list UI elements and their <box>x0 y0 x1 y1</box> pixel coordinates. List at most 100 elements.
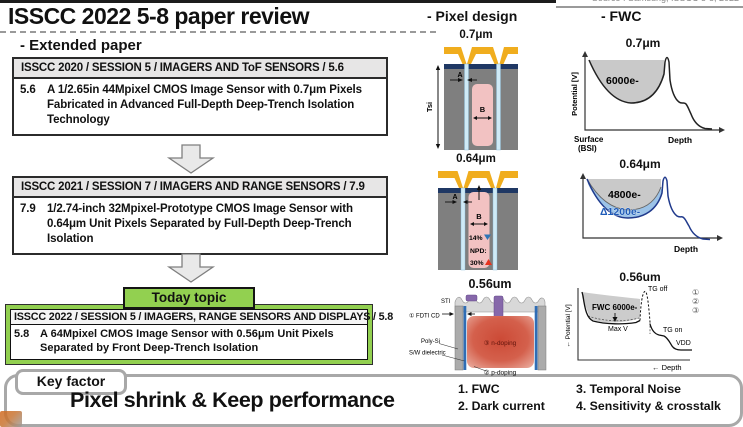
paper-number: 5.8 <box>14 328 30 340</box>
silicon-region <box>444 64 465 150</box>
y-axis-label: ← Potential [V] <box>565 304 572 348</box>
axis-arrowhead <box>582 51 588 57</box>
increase-icon <box>485 259 492 265</box>
color-filter-cap <box>463 171 495 188</box>
paper-box-isscc2020: ISSCC 2020 / SESSION 5 / IMAGERS AND ToF… <box>12 57 388 136</box>
tg-on-label: TG on <box>663 327 683 334</box>
fwc-chart-0-64um: 4800e- Δ1200e- Depth <box>580 173 723 254</box>
x-axis-label: Depth <box>674 244 698 254</box>
factor-item: 1. FWC <box>458 382 500 396</box>
paper-title: A 64Mpixel CMOS Image Sensor with 0.56μm… <box>40 328 334 355</box>
down-arrow-shape <box>166 253 216 283</box>
deep-trench-isolation <box>492 187 498 271</box>
n-doping-photodiode <box>467 316 534 368</box>
y-axis-label: Potential [V] <box>570 72 579 116</box>
pixel-size-label: 0.64μm <box>456 153 496 165</box>
key-factor-headline: Pixel shrink & Keep performance <box>70 388 395 412</box>
source-underline <box>556 6 743 8</box>
axis-arrowhead <box>580 173 586 179</box>
color-filter-cap <box>496 171 518 188</box>
deep-trench-isolation <box>460 187 466 271</box>
today-topic-tab: Today topic <box>123 287 255 309</box>
pixel-size-label: 0.7μm <box>459 29 493 41</box>
color-filter-cap <box>467 47 499 64</box>
fwc-shaded-well <box>587 179 661 210</box>
cut-off-thumbnail <box>0 411 22 427</box>
factor-item: 4. Sensitivity & crosstalk <box>576 399 721 413</box>
fwc-shaded-well <box>582 292 640 323</box>
pixel-cross-section-0-64um: A B 14% NPD: 30% <box>438 171 518 271</box>
arrowhead <box>473 116 477 120</box>
leader-line <box>441 354 465 362</box>
fwc-delta-label: Δ1200e- <box>600 206 641 218</box>
fwc-value-label: FWC 6000e- <box>592 303 638 312</box>
dti-width-label: A <box>457 72 462 79</box>
axis-arrowhead <box>717 235 723 241</box>
pixel-size-label: 0.56um <box>468 277 512 291</box>
x-axis-start-label: Surface <box>574 135 604 144</box>
leader-line <box>438 343 459 350</box>
paper-session-header: ISSCC 2020 / SESSION 5 / IMAGERS AND ToF… <box>14 59 386 79</box>
sidewall-dielectric <box>463 306 467 370</box>
fwc-chart-title: 0.64μm <box>619 157 661 171</box>
tsi-label: Tsi <box>425 102 434 112</box>
page-title: ISSCC 2022 5-8 paper review <box>8 3 310 29</box>
pixel-design-header: - Pixel design <box>427 8 518 24</box>
down-arrow-icon <box>166 253 216 283</box>
poly-si-label: Poly-Si <box>421 339 440 345</box>
paper-box-isscc2021: ISSCC 2021 / SESSION 7 / IMAGERS AND RAN… <box>12 176 388 255</box>
npd-label: NPD: <box>470 248 487 255</box>
legend-number-1: ① <box>692 288 699 297</box>
barrier-layer <box>438 188 461 193</box>
npd-percentage: 30% <box>470 260 484 267</box>
fwc-header: - FWC <box>601 8 642 24</box>
fwc-shaded-well <box>589 60 664 103</box>
legend-number-3: ③ <box>692 306 699 315</box>
paper-box-inner: ISSCC 2022 / SESSION 5 / IMAGERS, RANGE … <box>10 309 393 360</box>
sti-label: STI <box>441 299 451 305</box>
top-border-line <box>0 0 556 3</box>
barrier-layer <box>444 64 465 69</box>
gate-poly <box>465 294 478 302</box>
color-filter-cap <box>499 47 518 64</box>
pixel-cross-section-0-7um: Tsi A B <box>425 47 518 151</box>
paper-session-header: ISSCC 2022 / SESSION 5 / IMAGERS, RANGE … <box>10 309 393 325</box>
n-doping-label: ③ n-doping <box>484 340 517 347</box>
arrowhead <box>467 312 472 316</box>
sidewall-dielectric <box>534 306 538 370</box>
photodiode-region <box>468 192 490 268</box>
tg-off-label: TG off <box>648 286 667 293</box>
paper-title: A 1/2.65in 44Mpixel CMOS Image Sensor wi… <box>47 84 362 127</box>
x-axis-label: ← Depth <box>652 363 682 372</box>
poly-si-fill <box>537 305 547 371</box>
photodiode-region <box>472 84 493 146</box>
pd-width-label: B <box>480 105 486 114</box>
fdti-cd-label: ① FDTI CD <box>409 313 440 320</box>
chart-axes <box>577 288 690 361</box>
p-doping-label: ② p-doping <box>484 370 517 377</box>
chart-axes <box>582 176 720 239</box>
fwc-chart-title: 0.7μm <box>625 36 661 50</box>
arrowhead <box>476 185 482 190</box>
potential-curve <box>581 291 641 325</box>
arrowhead <box>449 312 454 316</box>
key-factor-list: 1. FWC 2. Dark current 3. Temporal Noise… <box>458 382 721 416</box>
fwc-chart-title: 0.56um <box>619 270 661 284</box>
pixel-cross-section-0-56um: ③ n-doping ② p-doping STI ① FDTI CD Poly… <box>409 294 547 377</box>
title-dashed-divider <box>0 31 436 33</box>
dti-width-label: A <box>452 194 457 201</box>
paper-session-header: ISSCC 2021 / SESSION 7 / IMAGERS AND RAN… <box>14 178 386 198</box>
fwc-value-label: 6000e- <box>606 75 639 87</box>
factor-item: 2. Dark current <box>458 399 545 413</box>
arrowhead <box>488 116 492 120</box>
arrowhead <box>467 78 472 82</box>
sw-dielectric-label: S/W dielectric <box>409 351 446 357</box>
arrowhead <box>612 317 618 322</box>
arrowhead <box>484 222 488 226</box>
paper-title: 1/2.74-inch 32Mpixel-Prototype CMOS Imag… <box>47 203 353 246</box>
down-arrow-icon <box>166 144 216 174</box>
arrowhead <box>435 144 441 149</box>
leader-line <box>473 366 487 372</box>
silicon-region <box>438 188 461 270</box>
